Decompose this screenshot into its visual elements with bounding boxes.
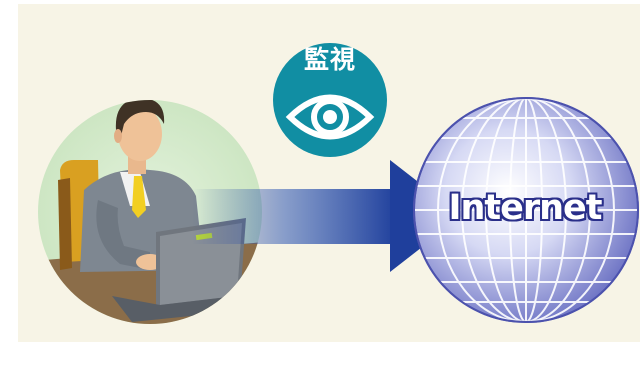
chair-side bbox=[58, 178, 72, 270]
arm bbox=[96, 200, 150, 270]
hair bbox=[115, 100, 165, 140]
ear bbox=[114, 129, 122, 143]
user-illustration bbox=[38, 100, 262, 324]
eye-icon bbox=[285, 94, 375, 140]
globe-icon bbox=[413, 97, 639, 323]
monitor-badge bbox=[273, 43, 387, 157]
internet-label: Internet bbox=[448, 188, 602, 228]
monitor-label: 監視 bbox=[303, 45, 356, 74]
laptop-base bbox=[112, 296, 250, 322]
necktie bbox=[132, 176, 146, 218]
face bbox=[118, 107, 162, 161]
arrow-shaft bbox=[192, 189, 397, 244]
